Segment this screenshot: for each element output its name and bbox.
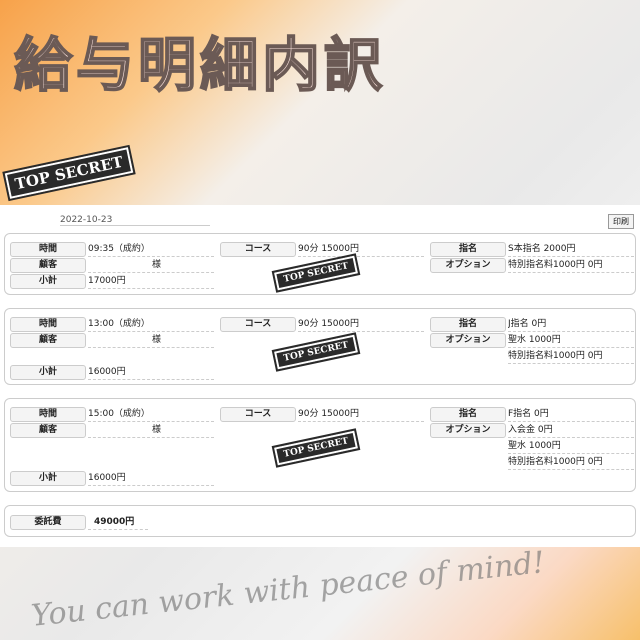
time-label: 時間 — [10, 406, 86, 422]
nomination-value: J指名 0円 — [508, 317, 634, 332]
option-label: オプション — [430, 332, 506, 348]
time-label: 時間 — [10, 241, 86, 257]
subtotal-label: 小計 — [10, 364, 86, 380]
nomination-value: S本指名 2000円 — [508, 242, 634, 257]
course-label: コース — [220, 316, 296, 332]
option-value: 特別指名料1000円 0円 — [508, 258, 634, 273]
customer-label: 顧客 — [10, 332, 86, 348]
subtotal-value: 17000円 — [88, 274, 214, 289]
subtotal-value: 16000円 — [88, 471, 214, 486]
top-secret-stamp: TOP SECRET — [2, 143, 136, 203]
print-button[interactable]: 印刷 — [608, 214, 634, 229]
customer-label: 顧客 — [10, 422, 86, 438]
option-value: 聖水 1000円 — [508, 439, 634, 454]
date: 2022-10-23 — [60, 215, 210, 226]
option-value: 特別指名料1000円 0円 — [508, 349, 634, 364]
option-value: 聖水 1000円 — [508, 333, 634, 348]
customer-value: 様 — [88, 258, 214, 273]
page-title: 給与明細内訳 — [13, 30, 387, 100]
course-label: コース — [220, 406, 296, 422]
option-value: 特別指名料1000円 0円 — [508, 455, 634, 470]
watermark: You can work with peace of mind! — [29, 545, 547, 634]
time-value: 15:00（成約） — [88, 407, 214, 422]
subtotal-label: 小計 — [10, 470, 86, 486]
customer-value: 様 — [88, 333, 214, 348]
course-label: コース — [220, 241, 296, 257]
time-value: 13:00（成約） — [88, 317, 214, 332]
customer-label: 顧客 — [10, 257, 86, 273]
nomination-label: 指名 — [430, 241, 506, 257]
course-value: 90分 15000円 — [298, 407, 424, 422]
option-label: オプション — [430, 257, 506, 273]
option-label: オプション — [430, 422, 506, 438]
course-value: 90分 15000円 — [298, 317, 424, 332]
subtotal-value: 16000円 — [88, 365, 214, 380]
subtotal-label: 小計 — [10, 273, 86, 289]
time-value: 09:35（成約） — [88, 242, 214, 257]
top-secret-stamp: TOP SECRET — [271, 426, 361, 470]
customer-value: 様 — [88, 423, 214, 438]
total-card: 委託費 49000円 — [4, 505, 636, 537]
fee-value: 49000円 — [88, 515, 148, 530]
nomination-label: 指名 — [430, 406, 506, 422]
time-label: 時間 — [10, 316, 86, 332]
nomination-value: F指名 0円 — [508, 407, 634, 422]
nomination-label: 指名 — [430, 316, 506, 332]
option-value: 入会金 0円 — [508, 423, 634, 438]
top-secret-stamp: TOP SECRET — [271, 251, 361, 295]
fee-label: 委託費 — [10, 514, 86, 530]
course-value: 90分 15000円 — [298, 242, 424, 257]
top-secret-stamp: TOP SECRET — [271, 330, 361, 374]
